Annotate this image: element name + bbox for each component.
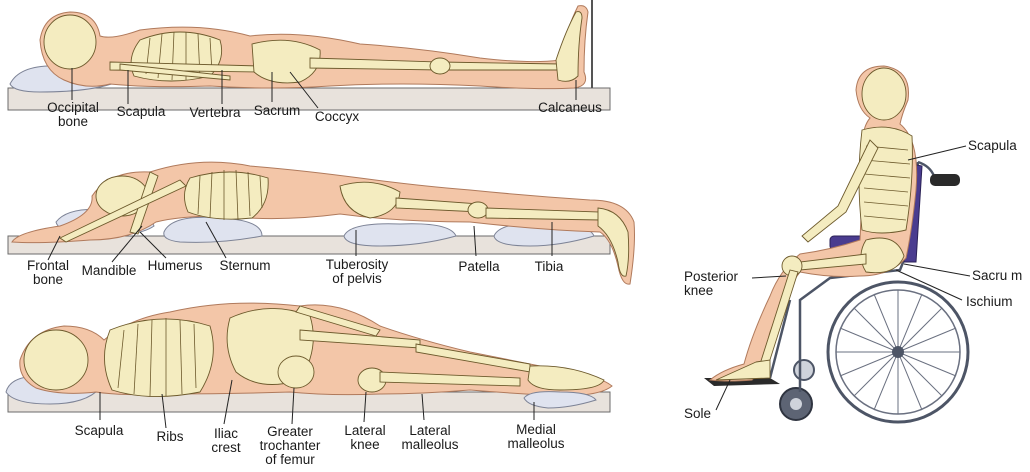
seated-figure [704, 65, 971, 424]
label-calcaneus: Calcaneus [538, 100, 602, 115]
label-ischium: Ischium [966, 294, 1013, 309]
label-humerus: Humerus [147, 258, 203, 273]
label-scapula-lateral: Scapula [74, 423, 124, 438]
label-sole: Sole [684, 406, 712, 421]
label-vertebra: Vertebra [189, 105, 241, 120]
label-sacrum-seated: Sacru m [972, 268, 1023, 283]
label-sacrum-supine: Sacrum [253, 103, 301, 118]
lateral-figure [5, 302, 613, 429]
label-ribs: Ribs [156, 429, 184, 444]
supine-foot [555, 11, 583, 82]
supine-figure [7, 0, 611, 111]
prone-figure [7, 161, 635, 285]
label-tibia: Tibia [534, 259, 564, 274]
label-patella: Patella [458, 259, 500, 274]
prone-bed [7, 235, 611, 255]
label-scapula-supine: Scapula [116, 104, 166, 119]
supine-skull [43, 14, 97, 70]
label-coccyx: Coccyx [314, 109, 360, 124]
lateral-bed [7, 391, 611, 413]
supine-bed [7, 87, 611, 111]
label-sternum: Sternum [219, 258, 271, 273]
label-scapula-seated: Scapula [968, 138, 1017, 153]
supine-pelvis [251, 39, 321, 84]
label-mandible: Mandible [81, 263, 137, 278]
